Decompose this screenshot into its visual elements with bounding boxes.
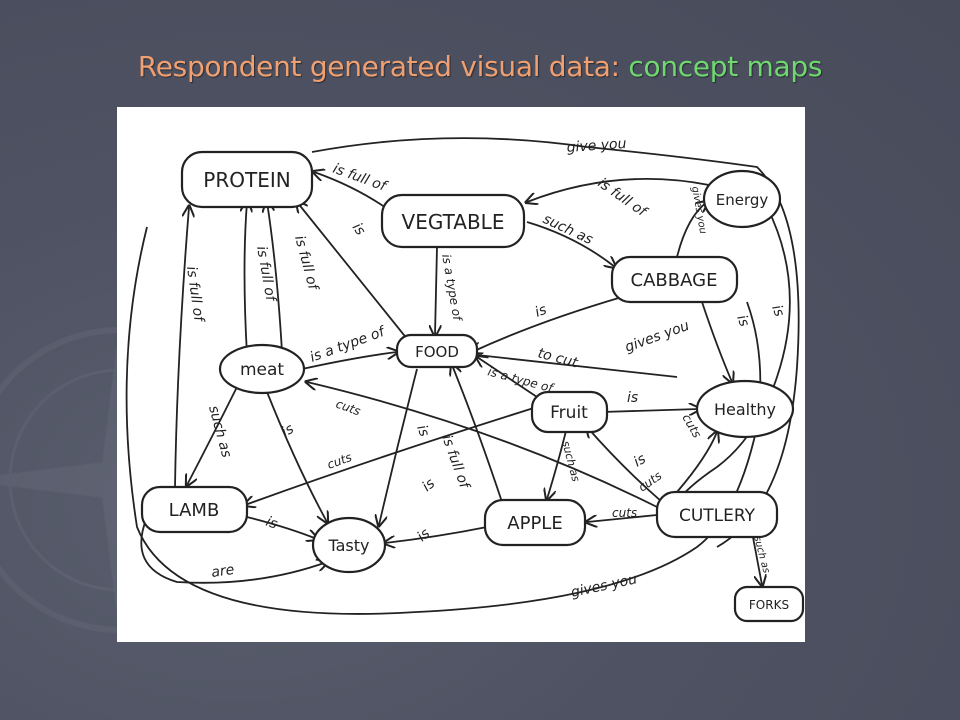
edge-vegtable-food <box>435 246 437 335</box>
edge-cabbage-food <box>472 296 623 352</box>
edge-cutlery-fruit <box>587 427 663 503</box>
link-label-are: are <box>210 562 235 581</box>
edge-apple-food <box>452 365 503 503</box>
link-label-veg-food: is a type of <box>439 253 465 323</box>
node-food: FOOD <box>395 333 479 369</box>
link-label-to-cut: to cut <box>536 345 580 371</box>
node-meat-label: meat <box>240 360 284 380</box>
node-vegtable: VEGTABLE <box>380 193 526 249</box>
link-label-cabbage-food: is <box>533 302 549 321</box>
edge-lamb-are-loop <box>140 516 327 584</box>
node-vegtable-label: VEGTABLE <box>402 210 505 234</box>
edge-cabbage-energy <box>676 202 707 258</box>
node-food-label: FOOD <box>415 343 459 361</box>
link-label-cutlery-apple: cuts <box>612 506 637 520</box>
link-label-gives-you-bottom: gives you <box>570 571 639 601</box>
link-label-apple-tasty-b: is <box>414 526 433 545</box>
link-label-protein-lamb: is full of <box>183 265 207 324</box>
link-label-cabbage-energy-right: is <box>768 303 787 319</box>
link-label-lamb-tasty: is <box>264 514 280 533</box>
link-label-cutlery-fruit: is <box>631 451 649 470</box>
edge-food-tasty <box>379 368 418 525</box>
edge-fruit-apple <box>547 426 568 499</box>
link-label-food-tasty: is <box>413 423 432 439</box>
edge-cutlery-meat <box>307 382 658 508</box>
edge-protein-lamb <box>174 207 189 488</box>
node-tasty-label: Tasty <box>327 536 369 555</box>
slide-title: Respondent generated visual data: concep… <box>0 50 960 83</box>
node-fruit-label: Fruit <box>550 403 588 423</box>
node-cabbage: CABBAGE <box>610 255 739 304</box>
edge-food-cutlery <box>476 354 678 378</box>
slide-title-main: Respondent generated visual data: <box>137 50 620 83</box>
node-tasty: Tasty <box>311 516 387 574</box>
node-energy-label: Energy <box>716 191 769 209</box>
link-label-meat-protein-b: is full of <box>253 245 279 304</box>
link-label-cuts-a: cuts <box>334 397 362 419</box>
node-lamb-label: LAMB <box>169 500 220 521</box>
edge-food-protein <box>297 202 413 346</box>
edge-cutlery-forks <box>751 531 762 585</box>
edge-meat-protein-a <box>245 202 248 356</box>
link-label-food-protein: is <box>349 220 369 238</box>
edge-meat-protein-b <box>267 202 283 353</box>
edge-meat-tasty <box>266 391 327 522</box>
edge-cutlery-lamb <box>245 406 538 505</box>
link-label-veg-protein: is full of <box>331 161 390 196</box>
link-label-give-you: give you <box>566 136 627 156</box>
node-lamb: LAMB <box>140 485 249 534</box>
link-label-apple-food: is full of <box>438 433 473 492</box>
node-energy: Energy <box>702 169 782 229</box>
node-cutlery: CUTLERY <box>655 490 779 539</box>
edge-meat-lamb <box>187 386 238 485</box>
node-protein: PROTEIN <box>180 150 314 209</box>
node-cutlery-label: CUTLERY <box>679 506 756 526</box>
edge-vegtable-cabbage <box>526 221 615 267</box>
edge-cutlery-apple <box>587 514 658 522</box>
link-label-meat-tasty: is <box>279 421 297 440</box>
edge-energy-right-loop <box>671 206 791 508</box>
edge-fruit-food <box>477 357 538 398</box>
node-apple-label: APPLE <box>507 513 562 534</box>
edge-fruit-healthy <box>601 409 699 412</box>
link-label-fruit-healthy: is <box>627 390 638 406</box>
link-label-cabbage-energy: is full of <box>595 175 651 221</box>
node-apple: APPLE <box>483 498 587 547</box>
node-fruit: Fruit <box>530 390 609 434</box>
node-cabbage-label: CABBAGE <box>631 270 718 291</box>
slide-title-highlight: concept maps <box>628 50 823 83</box>
edge-meat-food <box>301 352 397 370</box>
node-protein-label: PROTEIN <box>203 168 290 192</box>
link-label-cutlery-forks: such as <box>751 535 771 574</box>
link-label-cabbage-healthy: is <box>733 313 752 329</box>
edge-energy-vegtable <box>527 178 710 202</box>
edge-protein-loop-top <box>311 137 800 548</box>
edge-cabbage-healthy <box>701 301 732 382</box>
link-label-apple-tasty-a: is <box>419 476 438 495</box>
node-meat: meat <box>218 343 306 395</box>
edge-lamb-tasty <box>246 516 317 539</box>
edge-cutlery-healthy <box>676 432 717 493</box>
link-label-fruit-apple: such as <box>559 439 582 483</box>
link-label-meat-protein-a: is full of <box>291 234 321 293</box>
link-label-meat-lamb: such as <box>205 404 234 459</box>
node-healthy: Healthy <box>695 379 795 439</box>
link-label-cabbage-gives: gives you <box>623 318 692 356</box>
edge-apple-tasty <box>385 526 488 543</box>
link-label-fruit-food: is a type of <box>486 364 556 395</box>
concept-map-image: is full of give you such as is full of g… <box>117 107 805 642</box>
node-healthy-label: Healthy <box>714 400 776 419</box>
node-forks-label: FORKS <box>749 598 789 612</box>
node-forks: FORKS <box>733 585 805 623</box>
